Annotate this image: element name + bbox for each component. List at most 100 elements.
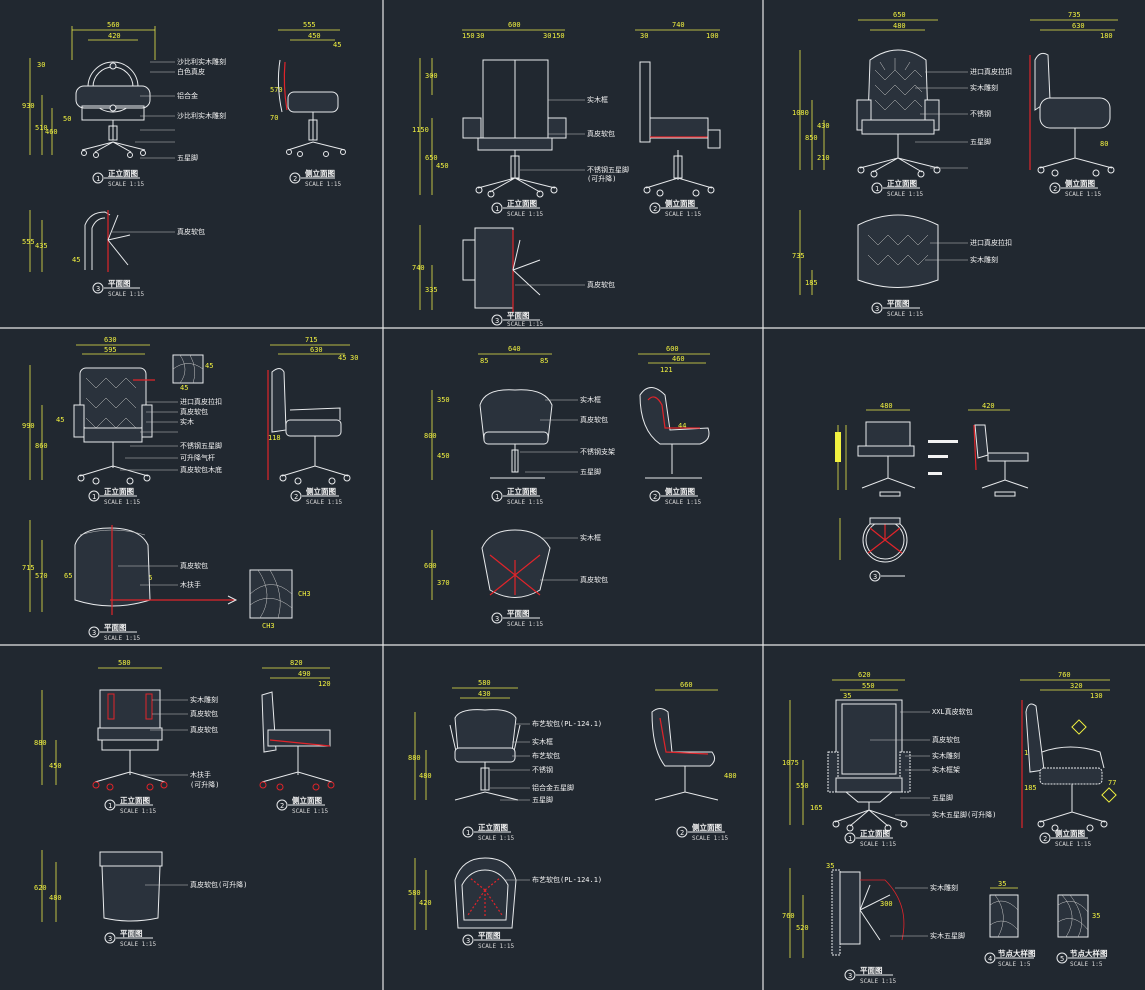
p9-dim-width-2: 550 xyxy=(862,682,875,690)
svg-text:2: 2 xyxy=(653,493,657,501)
p1-note-2: 白色真皮 xyxy=(177,67,205,76)
svg-text:5: 5 xyxy=(1060,955,1064,963)
p1-dim-plan-height: 555 xyxy=(22,238,35,246)
p4-dim-side-w3: 45 xyxy=(338,354,346,362)
p8-dim-plan-h: 580 xyxy=(408,889,421,897)
p3-title-front: 正立面图 xyxy=(887,178,917,188)
p4-scale-front: SCALE 1:15 xyxy=(104,499,141,506)
p4-dim-width-2: 595 xyxy=(104,346,117,354)
p4-note-5: 可升降气杆 xyxy=(180,453,215,462)
p2-note-3: 不锈钢五星脚 xyxy=(587,165,629,174)
p2-dim-side-width: 740 xyxy=(672,21,685,29)
p7-note-4: 木扶手 xyxy=(190,770,211,779)
p9-note-3: 实木雕刻 xyxy=(932,751,960,760)
svg-text:4: 4 xyxy=(988,955,992,963)
p4-title-plan: 平面图 xyxy=(104,623,127,632)
p9-note-5: 五星脚 xyxy=(932,793,953,802)
svg-text:2: 2 xyxy=(280,802,284,810)
p4-dim-plan-h: 715 xyxy=(22,564,35,572)
p2-dim-d4: 150 xyxy=(552,32,565,40)
p8-note-5: 铝合金五星脚 xyxy=(532,783,574,792)
p5-plan-note-1: 实木框 xyxy=(580,533,601,542)
p3-scale-plan: SCALE 1:15 xyxy=(887,311,924,318)
p5-note-1: 实木框 xyxy=(580,395,601,404)
p1-dim-height: 930 xyxy=(22,102,35,110)
p5-dim-d2: 85 xyxy=(540,357,548,365)
p9-note-1: XXL真皮软包 xyxy=(932,707,973,716)
p9-title-detail-1: 节点大样图 xyxy=(998,948,1036,958)
p1-dim-side-width-2: 450 xyxy=(308,32,321,40)
p5-dim-width: 640 xyxy=(508,345,521,353)
p8-plan: 580 420 布艺软包(PL-124.1) 3 平面图 SCALE 1:15 xyxy=(408,857,602,950)
p4-front-elevation: 630 595 990 860 45 进口真皮拉扣 真皮软包 实木 不锈钢五星脚… xyxy=(22,336,222,506)
p4-detail-dim-w: 45 xyxy=(205,362,213,370)
p4-note-2: 真皮软包 xyxy=(180,407,208,416)
p8-front-elevation: 580 430 880 480 布艺软包(PL-124.1) 实木框 布艺软包 … xyxy=(408,679,602,842)
p4-side-elevation: 715 630 45 30 118 2 侧立面图 SCALE 1:15 xyxy=(267,336,358,506)
p8-dim-side-width: 660 xyxy=(680,681,693,689)
p4-detail-dim-h: 45 xyxy=(180,384,188,392)
p7-title-side: 侧立面图 xyxy=(292,795,322,805)
p4-dim-height: 990 xyxy=(22,422,35,430)
p1-note-1: 沙比利实木雕刻 xyxy=(177,57,226,66)
p9-scale-front: SCALE 1:15 xyxy=(860,841,897,848)
p5-plan-note-2: 真皮软包 xyxy=(580,575,608,584)
p8-dim-height: 880 xyxy=(408,754,421,762)
p9-title-front: 正立面图 xyxy=(860,828,890,838)
p3-dim-side-w2: 630 xyxy=(1072,22,1085,30)
panel-3-tufted-chair: 650 480 1080 850 430 210 进口真皮拉扣 实木雕刻 不锈钢 xyxy=(792,11,1118,318)
p9-front-elevation: 620 550 35 1075 550 165 XXL真皮软包 真皮软包 实木雕… xyxy=(782,671,996,848)
panel-8-lounge-chair: 580 430 880 480 布艺软包(PL-124.1) 实木框 布艺软包 … xyxy=(408,679,737,950)
svg-text:2: 2 xyxy=(293,175,297,183)
p4-title-side: 侧立面图 xyxy=(306,486,336,496)
p3-scale-front: SCALE 1:15 xyxy=(887,191,924,198)
svg-text:3: 3 xyxy=(108,935,112,943)
p7-dim-height: 880 xyxy=(34,739,47,747)
svg-text:3: 3 xyxy=(875,305,879,313)
p1-plan-note: 真皮软包 xyxy=(177,227,205,236)
panel-5-shell-chair: 640 85 85 800 350 450 实木框 真皮软包 不锈钢支架 五星脚… xyxy=(424,345,710,628)
p4-dim-plan-h2: 570 xyxy=(35,572,48,580)
p9-dim-plan-h2: 520 xyxy=(796,924,809,932)
p3-plan-note-2: 实木雕刻 xyxy=(970,255,998,264)
p4-dim-side-w4: 30 xyxy=(350,354,358,362)
p3-dim-width: 650 xyxy=(893,11,906,19)
p4-plan-note-1: 真皮软包 xyxy=(180,561,208,570)
p7-side-elevation: 820 490 120 2 侧立面图 SCALE 1:15 xyxy=(259,659,335,815)
panel-7-office-chair: 580 880 450 实木雕刻 真皮软包 真皮软包 木扶手 (可升降) 1 正… xyxy=(34,659,335,948)
p4-dim-side-width: 715 xyxy=(305,336,318,344)
p4-note-4: 不锈钢五星脚 xyxy=(180,441,222,450)
p2-note-2: 真皮软包 xyxy=(587,129,615,138)
p8-note-4: 不锈钢 xyxy=(532,765,553,774)
p1-scale-front: SCALE 1:15 xyxy=(108,181,145,188)
p2-dim-d1: 150 xyxy=(462,32,475,40)
p2-front-elevation: 600 150 30 30 150 1150 300 650 450 实木框 真… xyxy=(412,21,629,218)
panel-9-wingback-chair: 620 550 35 1075 550 165 XXL真皮软包 真皮软包 实木雕… xyxy=(782,671,1117,985)
p3-plan: 735 185 进口真皮拉扣 实木雕刻 3 平面图 SCALE 1:15 xyxy=(792,210,1012,318)
p1-dim-width: 560 xyxy=(107,21,120,29)
p4-dim-side-w2: 630 xyxy=(310,346,323,354)
svg-text:2: 2 xyxy=(1053,185,1057,193)
p9-scale-detail-2: SCALE 1:5 xyxy=(1070,961,1103,968)
p5-plan: 600 370 实木框 真皮软包 3 平面图 SCALE 1:15 xyxy=(424,529,608,628)
p4-dim-width: 630 xyxy=(104,336,117,344)
p9-dim-width-3: 35 xyxy=(843,692,851,700)
p1-title-front: 正立面图 xyxy=(108,168,138,178)
p7-front-elevation: 580 880 450 实木雕刻 真皮软包 真皮软包 木扶手 (可升降) 1 正… xyxy=(34,659,219,815)
p1-dim-plan-small: 45 xyxy=(72,256,80,264)
p5-dim-side-w4: 44 xyxy=(678,422,686,430)
p3-note-3: 不锈钢 xyxy=(970,109,991,118)
p1-title-side: 侧立面图 xyxy=(305,168,335,178)
p8-dim-width-2: 430 xyxy=(478,690,491,698)
p1-note-5: 五星脚 xyxy=(177,153,198,162)
svg-text:1: 1 xyxy=(848,835,852,843)
p5-side-elevation: 600 460 121 44 2 侧立面图 SCALE 1:15 xyxy=(638,345,710,506)
p9-dim-height: 1075 xyxy=(782,759,799,767)
panel-1-round-back-chair: 560 420 930 510 460 50 30 沙比利实木雕刻 白色真皮 铝… xyxy=(22,21,346,298)
p2-plan: 740 335 真皮软包 3 平面图 SCALE 1:15 xyxy=(412,225,615,328)
p2-plan-note: 真皮软包 xyxy=(587,280,615,289)
p1-dim-small-1: 50 xyxy=(63,115,71,123)
p5-dim-side-width: 600 xyxy=(666,345,679,353)
p3-title-plan: 平面图 xyxy=(887,299,910,308)
p9-dim-side-width: 760 xyxy=(1058,671,1071,679)
